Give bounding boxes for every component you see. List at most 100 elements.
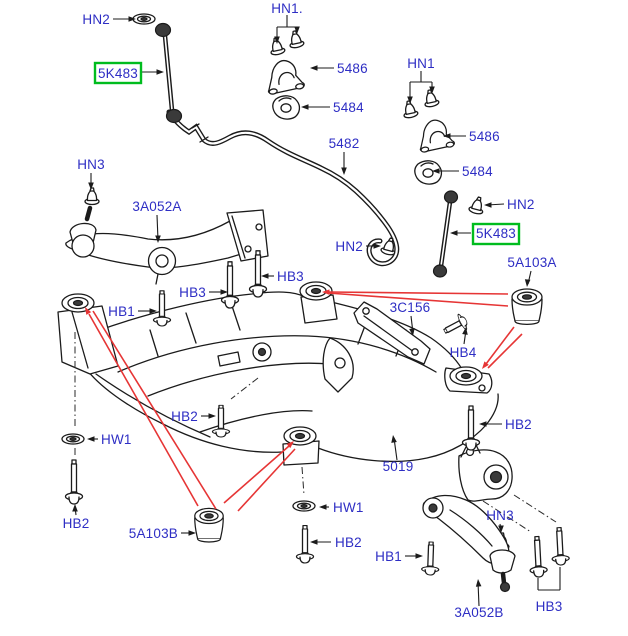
construction-lines (74, 332, 557, 533)
bushing-5a103a (511, 288, 543, 326)
part-label-3a052a[interactable]: 3A052A (132, 199, 181, 214)
part-label-5486-left[interactable]: 5486 (337, 61, 368, 76)
bolt-hb2-right (461, 405, 481, 451)
leader-arrow (310, 65, 318, 71)
leader-arrow (128, 16, 136, 22)
label-leaders (72, 15, 561, 607)
stabilizer-bushing-left (272, 95, 301, 120)
leader-arrow (155, 235, 161, 243)
part-label-hb2-bottomleft[interactable]: HB2 (63, 516, 90, 531)
part-label-hb2-midleft[interactable]: HB2 (171, 409, 198, 424)
leader-arrow (482, 361, 489, 369)
emphasis-line (88, 313, 199, 507)
leader-arrow (220, 289, 228, 295)
leader-arrow (88, 182, 94, 190)
bolt-hb1-left (152, 290, 172, 327)
part-label-3a052b[interactable]: 3A052B (454, 605, 503, 620)
leader-arrow (310, 539, 318, 545)
emphasis-line (487, 333, 523, 369)
leader-arrow (149, 308, 157, 314)
part-label-hn1-right[interactable]: HN1 (407, 56, 435, 71)
washer-hw1-left (61, 433, 85, 445)
leader-arrow (72, 504, 78, 512)
part-label-5482-bar[interactable]: 5482 (329, 136, 360, 151)
bolt-hb3-bottom2 (549, 526, 571, 567)
stabilizer-link-left-drawing (132, 13, 183, 124)
leader-arrow (524, 279, 531, 287)
emphasis-line (327, 291, 509, 295)
strap-bracket-drawing (353, 301, 431, 365)
part-label-hn3-bottom[interactable]: HN3 (486, 508, 514, 523)
part-label-5k483-right[interactable]: 5K483 (476, 226, 516, 241)
part-label-hb1-left[interactable]: HB1 (108, 304, 135, 319)
bolt-hb3-bottom1 (527, 535, 549, 579)
leader-arrow (462, 327, 468, 335)
stabilizer-bar-drawing (166, 109, 400, 267)
nut-hn1-b2 (421, 88, 441, 109)
bolt-hb2-midleft (211, 404, 231, 438)
leader-arrow (409, 328, 415, 336)
leader-arrow (443, 133, 451, 139)
part-label-5a103a[interactable]: 5A103A (507, 255, 556, 270)
leader-arrow (415, 553, 423, 559)
leader-arrow (274, 36, 280, 44)
leader-arrow (208, 413, 216, 419)
bushing-5a103b (194, 507, 224, 543)
emphasis-line (485, 326, 515, 365)
leader-arrow (261, 273, 269, 279)
control-arm-left-drawing (65, 205, 269, 285)
emphasis-line (92, 310, 217, 510)
leader-arrow (87, 436, 95, 442)
part-label-hb3-mid[interactable]: HB3 (179, 285, 206, 300)
leader-arrow (294, 26, 300, 34)
emphasis-line (237, 448, 296, 512)
part-label-hn1-top[interactable]: HN1. (271, 1, 303, 16)
part-label-hn2-right[interactable]: HN2 (507, 197, 535, 212)
part-label-hb3-bottom[interactable]: HB3 (536, 599, 563, 614)
part-label-hb4[interactable]: HB4 (450, 345, 477, 360)
part-label-5a103b[interactable]: 5A103B (129, 526, 178, 541)
emphasis-line (223, 445, 290, 504)
part-labels: HN2HN1.54865484HN15486548254845K483HN33A… (63, 1, 563, 620)
part-label-5k483-left[interactable]: 5K483 (98, 66, 138, 81)
leader-arrow (498, 525, 504, 533)
leader-arrow (429, 86, 435, 94)
part-label-hb2-bottomcenter[interactable]: HB2 (335, 535, 362, 550)
subframe-drawing (57, 281, 499, 466)
part-label-5484-right[interactable]: 5484 (462, 164, 493, 179)
part-label-5486-right[interactable]: 5486 (469, 129, 500, 144)
part-label-hn2-top-left[interactable]: HN2 (82, 12, 110, 27)
leader-arrow (322, 289, 330, 295)
part-label-hb2-right[interactable]: HB2 (505, 417, 532, 432)
leader-arrow (391, 435, 397, 443)
nut-hn2-right (467, 194, 487, 216)
part-label-hn2-center[interactable]: HN2 (335, 239, 363, 254)
part-label-hn3-left[interactable]: HN3 (77, 157, 105, 172)
part-label-hw1-left[interactable]: HW1 (101, 432, 132, 447)
leader-arrow (407, 96, 413, 104)
subframe-mount-rear-right (449, 366, 483, 386)
part-label-5484-left[interactable]: 5484 (333, 100, 364, 115)
part-label-hw1-center[interactable]: HW1 (333, 500, 364, 515)
highlight-box (93, 61, 143, 85)
leader-arrow (373, 243, 381, 249)
bolt-hb2-bottomcenter (295, 524, 315, 564)
bolt-hb1-bottom (420, 541, 441, 576)
nut-hn1-a2 (286, 29, 306, 50)
leader-arrow (319, 504, 327, 510)
part-label-hb1-bottom[interactable]: HB1 (375, 549, 402, 564)
leader-arrow (484, 202, 492, 208)
bolt-hb3-mid1 (220, 261, 240, 309)
stabilizer-bracket-left (263, 57, 306, 96)
leader-arrow (432, 168, 440, 174)
part-label-3c156[interactable]: 3C156 (390, 300, 431, 315)
leader-arrow (450, 230, 458, 236)
part-label-5019[interactable]: 5019 (383, 459, 414, 474)
emphasis-line (327, 292, 509, 307)
emphasis-lines (85, 289, 523, 512)
leader-arrow (475, 579, 482, 587)
leader-arrow (479, 421, 487, 427)
part-label-hb3-mid2[interactable]: HB3 (277, 269, 304, 284)
